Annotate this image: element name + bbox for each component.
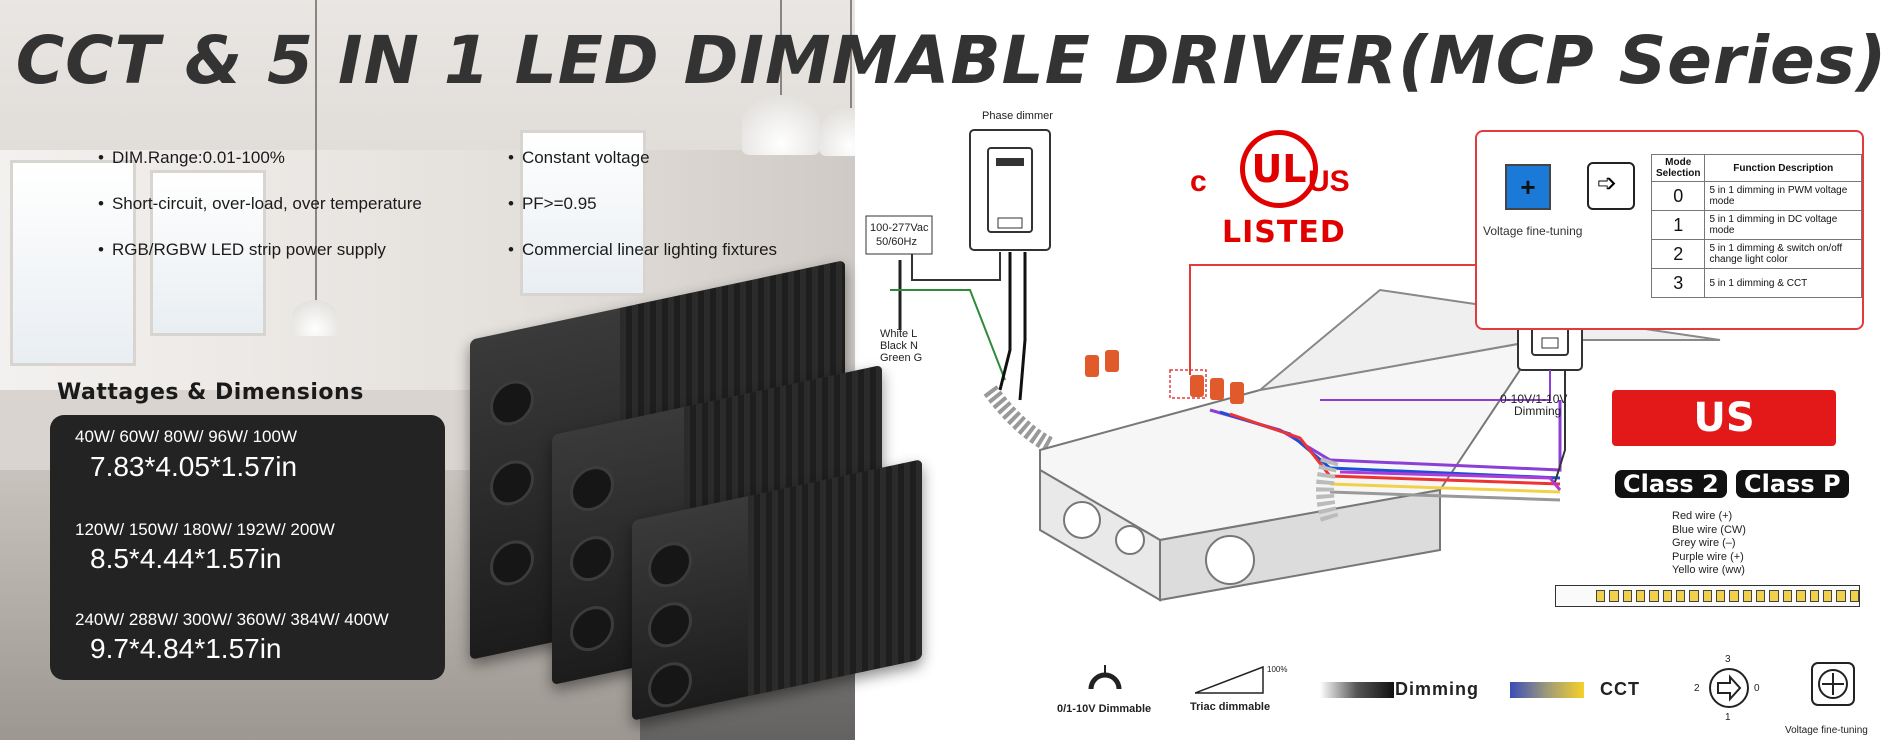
dimming-label: Dimming (1395, 679, 1480, 699)
input-voltage: 100-277Vac (870, 222, 929, 234)
cct-label: CCT (1600, 679, 1640, 699)
feature-item: Commercial linear lighting fixtures (508, 240, 777, 260)
dial-mark: 2 (1694, 683, 1700, 694)
mode-header: Mode Selection (1650, 154, 1706, 182)
mode-value: 2 (1650, 239, 1706, 269)
ul-listed-text: LISTED (1222, 215, 1346, 250)
us-patent-badge: US Patent (1612, 390, 1836, 497)
wire-legend-item: Grey wire (–) (1672, 537, 1736, 549)
mode-value: 1 (1650, 210, 1706, 240)
window (10, 160, 136, 366)
wattage-list: 120W/ 150W/ 180W/ 192W/ 200W (75, 520, 335, 539)
triac-dimming-icon (1195, 665, 1264, 694)
triac-dimmable-label: Triac dimmable (1190, 701, 1271, 713)
feature-item: Constant voltage (508, 148, 650, 168)
wattage-list: 240W/ 288W/ 300W/ 360W/ 384W/ 400W (75, 610, 389, 629)
wattage-list: 40W/ 60W/ 80W/ 96W/ 100W (75, 427, 298, 446)
mode-description: 5 in 1 dimming in DC voltage mode (1704, 210, 1862, 240)
wattages-panel: 40W/ 60W/ 80W/ 96W/ 100W 7.83*4.05*1.57i… (50, 415, 445, 680)
pendant-lamp (742, 95, 820, 155)
mode-description: 5 in 1 dimming & switch on/off change li… (1704, 239, 1862, 269)
function-header: Function Description (1704, 154, 1862, 182)
fine-tuning-potentiometer-icon (1811, 662, 1855, 706)
dimension-value: 8.5*4.44*1.57in (90, 543, 282, 574)
class-p-badge: Class P (1736, 470, 1849, 498)
fine-tuning-bottom-label: Voltage fine-tuning (1785, 725, 1868, 736)
wire-legend: Red wire (+) Blue wire (CW) Grey wire (–… (1672, 510, 1746, 578)
dial-mark: 1 (1725, 712, 1731, 723)
class-2-badge: Class 2 (1615, 470, 1727, 498)
wire-legend-item: Yello wire (ww) (1672, 564, 1745, 576)
mode-table: Mode Selection Function Description 0 5 … (1650, 154, 1862, 298)
dimmer-dimming-label: Dimming (1514, 404, 1562, 418)
mode-dial-icon (1587, 162, 1635, 210)
mode-rotary-switch-icon (1709, 668, 1749, 708)
feature-item: Short-circuit, over-load, over temperatu… (98, 194, 422, 214)
wattages-heading: Wattages & Dimensions (57, 380, 364, 405)
feature-item: PF>=0.95 (508, 194, 597, 214)
ul-listed-mark: c UL US LISTED (1190, 125, 1350, 250)
dimmable-0-10v-label: 0/1-10V Dimmable (1057, 703, 1152, 715)
ul-us-text: US (1308, 165, 1350, 198)
dimmer-0-10v-label: 0-10V/1-10V (1500, 392, 1568, 406)
mode-value: 0 (1650, 181, 1706, 211)
feature-icon-row: 0/1-10V Dimmable 100% Triac dimmable Dim… (0, 654, 1903, 740)
table-row: 1 5 in 1 dimming in DC voltage mode (1650, 210, 1862, 240)
mode-description: 5 in 1 dimming in PWM voltage mode (1704, 181, 1862, 211)
table-row: 3 5 in 1 dimming & CCT (1650, 268, 1862, 298)
pendant-lamp (292, 300, 338, 336)
fine-tuning-label: Voltage fine-tuning (1483, 224, 1583, 238)
cct-gradient (1510, 682, 1584, 698)
led-strip (1555, 585, 1860, 607)
phase-dimmer-label: Phase dimmer (982, 110, 1053, 122)
table-row: 2 5 in 1 dimming & switch on/off change … (1650, 239, 1862, 269)
dimming-gradient (1320, 682, 1394, 698)
wire-label-black: Black N (880, 340, 918, 352)
mode-description: 5 in 1 dimming & CCT (1704, 268, 1862, 298)
ul-logo: UL (1240, 130, 1318, 208)
wire-legend-item: Purple wire (+) (1672, 550, 1744, 563)
page-title: CCT & 5 IN 1 LED DIMMABLE DRIVER(MCP Ser… (15, 22, 1888, 99)
mode-value: 3 (1650, 268, 1706, 298)
mode-selection-panel: + Voltage fine-tuning Mode Selection Fun… (1475, 130, 1864, 330)
ul-c-text: c (1190, 165, 1207, 198)
dimension-value: 9.7*4.84*1.57in (90, 633, 282, 664)
wire-label-green: Green G (880, 352, 923, 364)
feature-item: DIM.Range:0.01-100% (98, 148, 285, 168)
feature-item: RGB/RGBW LED strip power supply (98, 240, 386, 260)
dimmable-knob-icon (1088, 665, 1122, 690)
dimension-value: 7.83*4.05*1.57in (90, 451, 298, 482)
wire-legend-item: Blue wire (CW) (1672, 523, 1746, 536)
wire-label-white: White L (880, 328, 918, 340)
wire-legend-item: Red wire (+) (1672, 510, 1733, 522)
fine-tuning-knob-icon: + (1505, 164, 1551, 210)
triac-percent: 100% (1267, 665, 1288, 674)
dial-mark: 0 (1754, 683, 1760, 694)
input-frequency: 50/60Hz (876, 236, 917, 248)
dial-mark: 3 (1725, 654, 1731, 665)
table-row: 0 5 in 1 dimming in PWM voltage mode (1650, 181, 1862, 211)
pendant-lamp (820, 108, 855, 156)
